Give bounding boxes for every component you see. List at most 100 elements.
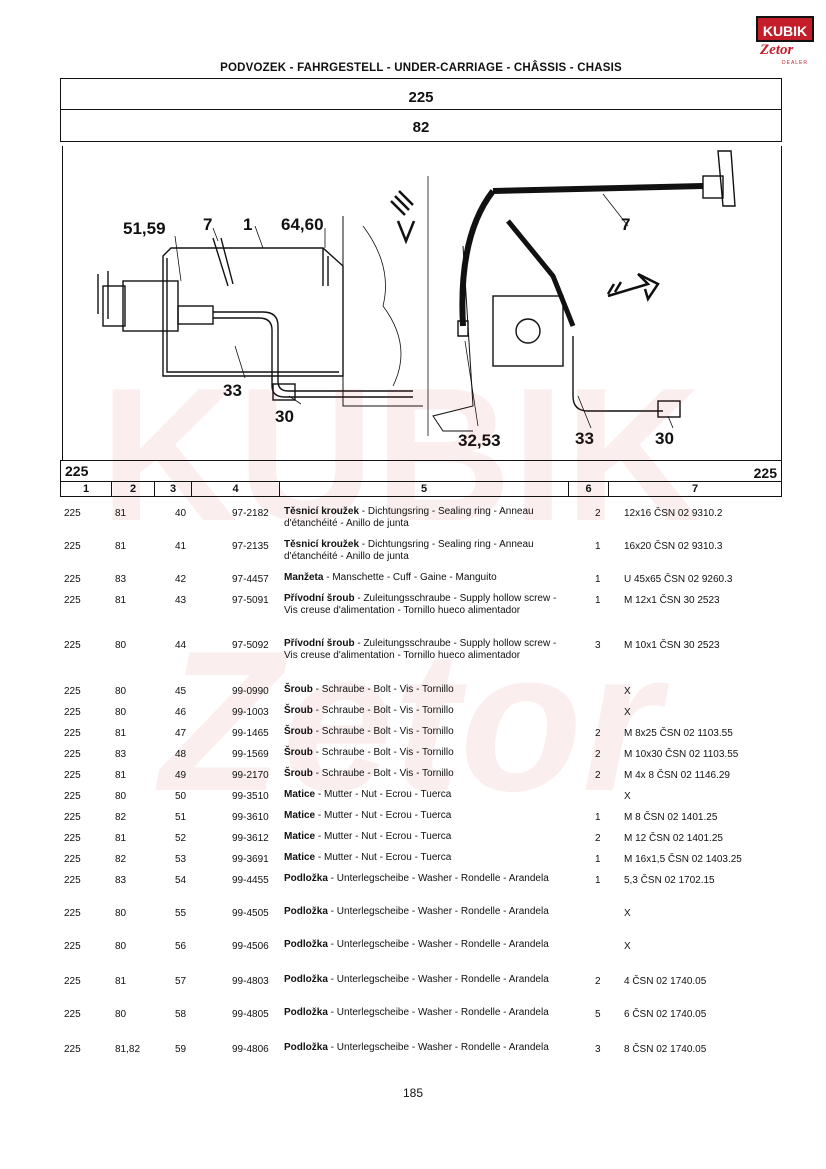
cell-col1: 225 <box>64 574 81 585</box>
part-translations: - Schraube - Bolt - Vis - Tornillo <box>312 768 454 779</box>
cell-col7: M 4x 8 ČSN 02 1146.29 <box>624 770 730 781</box>
cell-col4: 99-3610 <box>232 812 269 823</box>
cell-col3: 49 <box>175 770 187 781</box>
callout-33-left: 33 <box>223 381 242 400</box>
cell-description: Matice - Mutter - Nut - Ecrou - Tuerca <box>284 810 569 822</box>
cell-description: Šroub - Schraube - Bolt - Vis - Tornillo <box>284 768 569 780</box>
part-translations: - Schraube - Bolt - Vis - Tornillo <box>312 705 454 716</box>
cell-col6: 2 <box>595 770 601 781</box>
callout-32-53: 32,53 <box>458 431 501 450</box>
frame-right <box>432 245 474 432</box>
cell-col7: X <box>624 686 631 697</box>
part-translations: - Unterlegscheibe - Washer - Rondelle - … <box>327 873 549 884</box>
page-number: 185 <box>402 1086 424 1100</box>
fitting-left <box>177 305 214 325</box>
col-header-2: 2 <box>111 481 155 497</box>
cell-col7: M 8 ČSN 02 1401.25 <box>624 812 718 823</box>
part-translations: - Schraube - Bolt - Vis - Tornillo <box>312 684 454 695</box>
col-header-1: 1 <box>60 481 112 497</box>
cell-col2: 82 <box>115 812 127 823</box>
cell-col2: 83 <box>115 749 127 760</box>
part-name: Přívodní šroub <box>284 638 355 649</box>
cell-description: Šroub - Schraube - Bolt - Vis - Tornillo <box>284 705 569 717</box>
cell-col1: 225 <box>64 941 81 952</box>
cell-col4: 99-2170 <box>232 770 269 781</box>
cell-description: Podložka - Unterlegscheibe - Washer - Ro… <box>284 906 569 918</box>
cell-col7: X <box>624 791 631 802</box>
cell-description: Podložka - Unterlegscheibe - Washer - Ro… <box>284 1042 569 1054</box>
cell-col1: 225 <box>64 1009 81 1020</box>
pump-body-right <box>492 295 564 367</box>
cell-col2: 83 <box>115 574 127 585</box>
callout-30-left: 30 <box>275 407 294 426</box>
cell-col1: 225 <box>64 640 81 651</box>
cell-description: Šroub - Schraube - Bolt - Vis - Tornillo <box>284 726 569 738</box>
part-name: Podložka <box>284 1007 328 1018</box>
part-name: Matice <box>284 852 316 863</box>
cell-col1: 225 <box>64 854 81 865</box>
cell-col7: 5,3 ČSN 02 1702.15 <box>624 875 715 886</box>
subgroup-number: 82 <box>60 110 782 142</box>
cell-col6: 2 <box>595 833 601 844</box>
cell-col2: 82 <box>115 854 127 865</box>
part-translations: - Unterlegscheibe - Washer - Rondelle - … <box>327 939 549 950</box>
cell-col6: 1 <box>595 854 601 865</box>
hose-7-right <box>459 189 496 327</box>
cell-description: Podložka - Unterlegscheibe - Washer - Ro… <box>284 873 569 885</box>
cell-col3: 41 <box>175 541 187 552</box>
cell-col3: 44 <box>175 640 187 651</box>
cell-description: Matice - Mutter - Nut - Ecrou - Tuerca <box>284 852 569 864</box>
hose-end-fitting <box>702 175 724 199</box>
cell-col1: 225 <box>64 791 81 802</box>
cell-col2: 80 <box>115 908 127 919</box>
part-translations: - Mutter - Nut - Ecrou - Tuerca <box>315 789 452 800</box>
logo-zetor-text: Zetor <box>760 42 794 58</box>
kubik-zetor-logo: KUBIK Zetor DEALER <box>756 16 814 70</box>
part-name: Manžeta <box>284 572 324 583</box>
callout-7-right: 7 <box>621 215 630 234</box>
col-header-6: 6 <box>568 481 609 497</box>
cell-description: Podložka - Unterlegscheibe - Washer - Ro… <box>284 974 569 986</box>
cell-col2: 81 <box>115 833 127 844</box>
cell-col3: 43 <box>175 595 187 606</box>
cell-col1: 225 <box>64 707 81 718</box>
cell-col1: 225 <box>64 908 81 919</box>
cell-col6: 3 <box>595 640 601 651</box>
callout-30-right: 30 <box>655 429 674 448</box>
cell-col7: M 10x30 ČSN 02 1103.55 <box>624 749 739 760</box>
cell-col6: 2 <box>595 728 601 739</box>
cell-col2: 80 <box>115 941 127 952</box>
cell-description: Podložka - Unterlegscheibe - Washer - Ro… <box>284 1007 569 1019</box>
cell-description: Těsnicí kroužek - Dichtungsring - Sealin… <box>284 506 569 530</box>
cell-col2: 80 <box>115 707 127 718</box>
cell-col1: 225 <box>64 976 81 987</box>
cell-col7: M 8x25 ČSN 02 1103.55 <box>624 728 733 739</box>
cell-col1: 225 <box>64 770 81 781</box>
part-translations: - Mutter - Nut - Ecrou - Tuerca <box>315 831 452 842</box>
table-group-right: 225 <box>753 465 777 481</box>
cell-description: Přívodní šroub - Zuleitungsschraube - Su… <box>284 638 569 662</box>
cell-col1: 225 <box>64 595 81 606</box>
part-name: Šroub <box>284 747 313 758</box>
cell-col2: 81 <box>115 541 127 552</box>
cell-description: Šroub - Schraube - Bolt - Vis - Tornillo <box>284 684 569 696</box>
cell-description: Šroub - Schraube - Bolt - Vis - Tornillo <box>284 747 569 759</box>
cell-col6: 1 <box>595 875 601 886</box>
cell-col6: 1 <box>595 541 601 552</box>
part-translations: - Unterlegscheibe - Washer - Rondelle - … <box>327 906 549 917</box>
part-translations: - Unterlegscheibe - Washer - Rondelle - … <box>327 974 549 985</box>
diagram-drawing: 51,59 7 1 64,60 33 30 7 32,53 33 30 <box>97 150 736 450</box>
part-name: Podložka <box>284 1042 328 1053</box>
cell-col7: 8 ČSN 02 1740.05 <box>624 1044 707 1055</box>
part-name: Matice <box>284 810 316 821</box>
fitting-30-right <box>657 400 681 418</box>
part-translations: - Dichtungsring - Sealing ring - Anneau … <box>284 539 534 562</box>
cell-col3: 59 <box>175 1044 187 1055</box>
pipe-33-left-inner <box>213 317 413 398</box>
pipe-33-right <box>572 336 663 412</box>
cell-col1: 225 <box>64 749 81 760</box>
cell-col6: 2 <box>595 508 601 519</box>
cell-col4: 99-4506 <box>232 941 269 952</box>
cell-col3: 52 <box>175 833 187 844</box>
cell-col4: 97-5091 <box>232 595 269 606</box>
